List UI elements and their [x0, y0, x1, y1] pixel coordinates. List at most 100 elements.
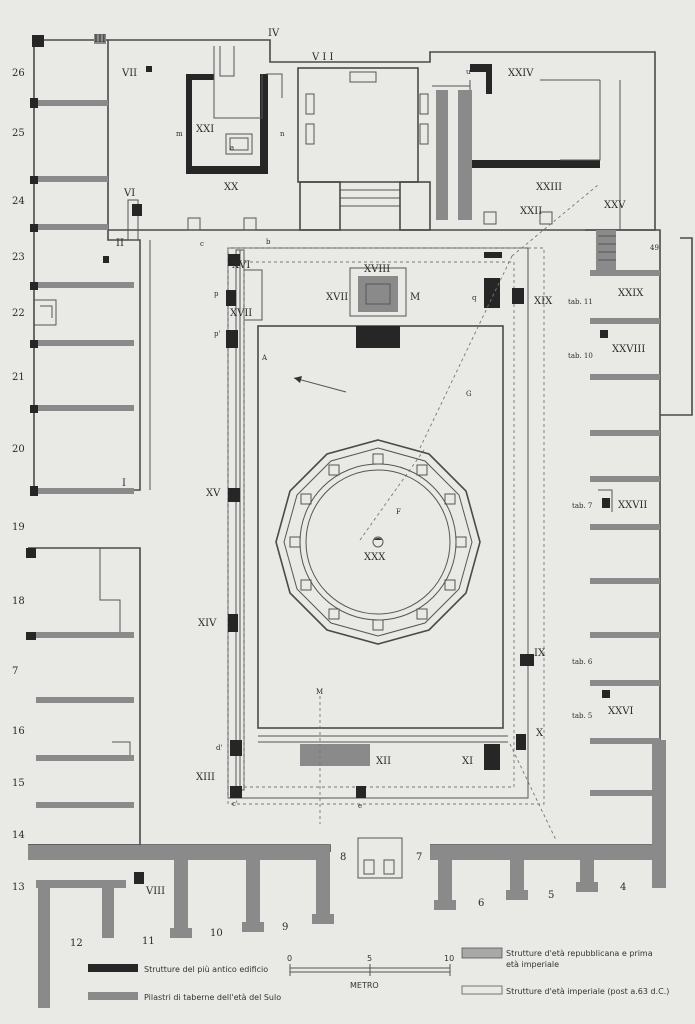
shop-number: 16	[12, 726, 25, 737]
marker-M: M	[410, 292, 420, 303]
label-XIII: XIII	[196, 772, 215, 783]
label-XVI: XVI	[232, 260, 250, 271]
tab-label: tab. 7	[572, 502, 592, 510]
scale-title: METRO	[350, 981, 379, 990]
shop-number: 8	[340, 852, 346, 863]
label-XVII-center: XVII	[326, 292, 348, 303]
marker-e: e	[358, 802, 362, 810]
label-XVIII: XVIII	[364, 264, 390, 275]
tab-label: tab. 11	[568, 298, 593, 306]
bottom-shop-numbers: 12 11 10 9 8 7 6 5 4	[70, 852, 626, 949]
label-XIV: XIV	[198, 618, 217, 629]
marker-M-section: M	[316, 688, 323, 696]
label-XXVI: XXVI	[608, 706, 633, 717]
tab-labels: tab. 11 tab. 10 tab. 7 tab. 6 tab. 5	[568, 298, 593, 720]
shop-number: 20	[12, 444, 25, 455]
marker-a: a	[230, 144, 234, 152]
marker-G: G	[466, 390, 472, 398]
marker-m: m	[176, 130, 183, 138]
marker-c: c	[200, 240, 204, 248]
label-XI: XI	[462, 756, 473, 767]
label-XXVIII: XXVIII	[612, 344, 645, 355]
shop-number: 7	[416, 852, 422, 863]
shop-number: 26	[12, 68, 25, 79]
marker-p-prime: p'	[214, 330, 220, 338]
shop-number: 7	[12, 666, 18, 677]
label-II: II	[116, 238, 124, 249]
marker-n: n	[280, 130, 285, 138]
shop-number: 23	[12, 252, 25, 263]
shop-number: 12	[70, 938, 83, 949]
shop-number: 25	[12, 128, 25, 139]
scale-tick: 0	[287, 954, 292, 963]
shop-number: 13	[12, 882, 25, 893]
label-XXIX: XXIX	[618, 288, 644, 299]
left-shop-numbers: 26 25 24 23 22 21 20 19 18 7 16 15 14 13	[12, 68, 25, 893]
legend: Strutture del più antico edificio Pilast…	[88, 947, 669, 1002]
forum-area	[226, 184, 599, 841]
label-XV: XV	[206, 488, 221, 499]
label-XXIV: XXIV	[508, 68, 534, 79]
label-XX: XX	[224, 182, 239, 193]
label-XXIII: XXIII	[536, 182, 562, 193]
shop-number: 18	[12, 596, 25, 607]
label-XXII: XXII	[520, 206, 542, 217]
shop-number: 22	[12, 308, 25, 319]
marker-49: 49	[650, 244, 659, 252]
marker-A: A	[261, 354, 268, 362]
shop-number: 4	[620, 882, 626, 893]
room-labels: III IV V I I VII XXIV XXI XX VI XXIII XX…	[94, 28, 647, 897]
legend-swatch-imperial	[461, 985, 503, 995]
shop-number: 11	[142, 936, 155, 947]
marker-q: q	[472, 294, 477, 302]
marker-d-prime: d'	[216, 744, 222, 752]
label-VIII: VIII	[145, 886, 165, 897]
right-shops	[590, 230, 660, 796]
shop-number: 24	[12, 196, 25, 207]
macellum-tholos	[275, 439, 481, 645]
left-shops-bottom	[26, 548, 134, 808]
marker-b: b	[266, 238, 271, 246]
shop-number: 21	[12, 372, 25, 383]
label-XVII: XVII	[230, 308, 252, 319]
bottom-shops	[28, 740, 666, 1008]
scale-tick: 5	[367, 954, 372, 963]
legend-swatch-sulla	[88, 992, 138, 1000]
label-VI: VI	[123, 188, 135, 199]
marker-u: u	[466, 68, 471, 76]
marker-F: F	[396, 508, 401, 516]
label-XII: XII	[376, 756, 391, 767]
shop-number: 15	[12, 778, 25, 789]
label-XXV: XXV	[604, 200, 626, 211]
top-complex	[94, 34, 621, 231]
tab-label: tab. 5	[572, 712, 592, 720]
label-XIX: XIX	[534, 296, 553, 307]
left-shops-top	[30, 35, 151, 496]
label-X: X	[536, 728, 544, 739]
label-III: III	[94, 34, 106, 45]
label-V: V I I	[311, 52, 334, 63]
legend-swatch-republican	[461, 947, 503, 959]
label-XXVII: XXVII	[618, 500, 647, 511]
marker-c-prime: c'	[232, 800, 238, 808]
tab-label: tab. 10	[568, 352, 593, 360]
legend-label-4: Strutture d'età imperiale (post a.63 d.C…	[506, 987, 669, 996]
shop-number: 6	[478, 898, 484, 909]
shop-number: 9	[282, 922, 288, 933]
legend-label-1: Strutture del più antico edificio	[144, 965, 268, 974]
shop-number: 19	[12, 522, 25, 533]
label-I: I	[122, 478, 126, 489]
shop-number: 14	[12, 830, 25, 841]
label-XXX: XXX	[364, 552, 386, 563]
letter-markers: a b c m n p p' q d' c' e M A G F u M 49	[176, 68, 659, 810]
label-IX: IX	[534, 648, 546, 659]
scale-tick: 10	[444, 954, 454, 963]
legend-label-2: Pilastri di taberne dell'età del Sulo	[144, 993, 281, 1002]
shop-number: 5	[548, 890, 554, 901]
label-VII: VII	[121, 68, 137, 79]
shop-number: 10	[210, 928, 223, 939]
tab-label: tab. 6	[572, 658, 593, 666]
label-IV: IV	[268, 28, 280, 39]
